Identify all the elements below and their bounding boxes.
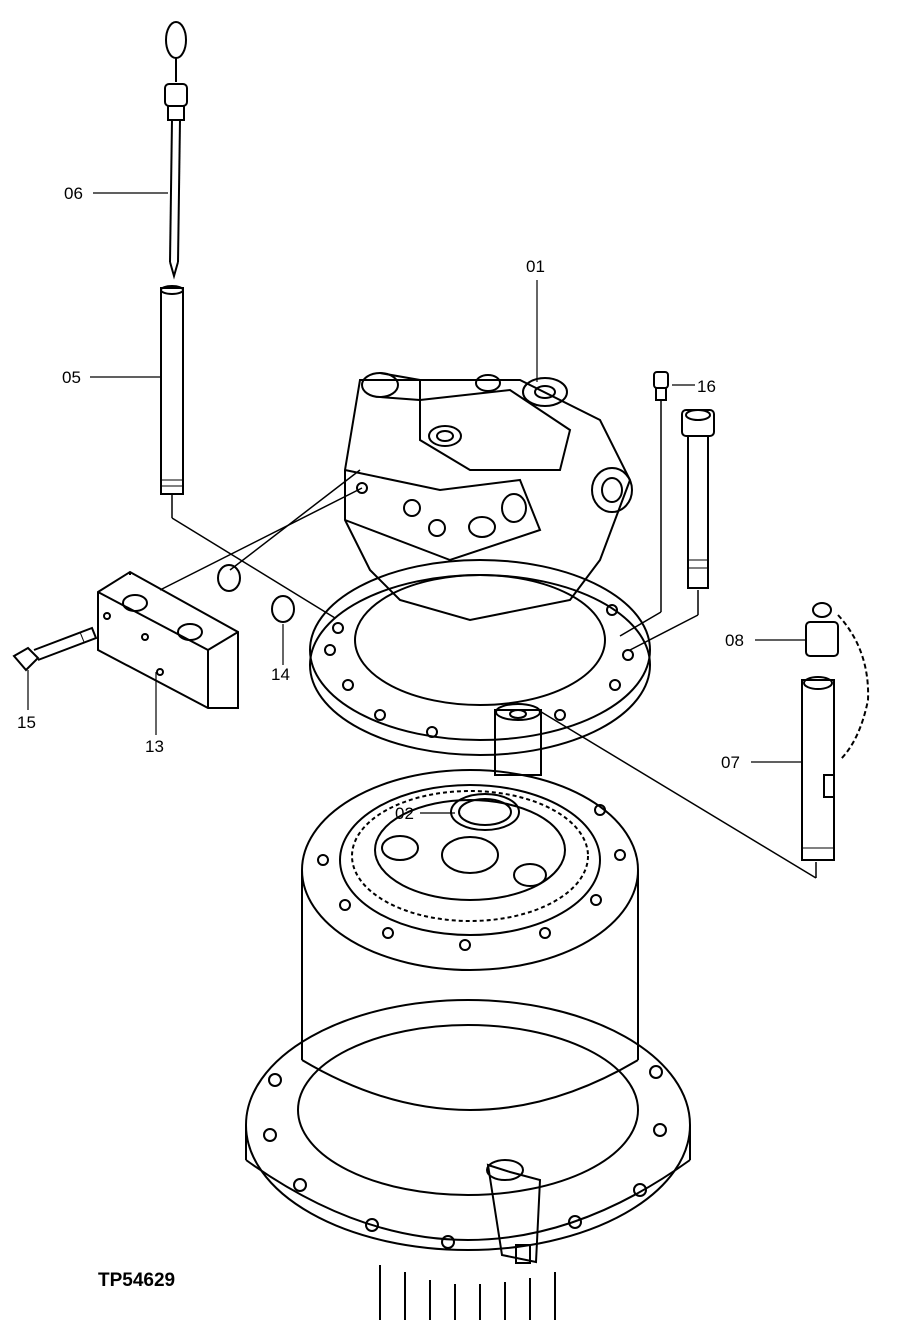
- callout-06: 06: [64, 184, 83, 203]
- bottom-flange-part: [245, 999, 691, 1320]
- motor-flange-part: [309, 559, 651, 776]
- callout-14: 14: [271, 665, 290, 684]
- cap-part: [805, 602, 870, 761]
- callout-labels: 06 05 01 16 08 07 14 15 13 02 TP54629: [17, 184, 744, 1291]
- callout-16: 16: [697, 377, 716, 396]
- guide-tube-part: [160, 285, 336, 619]
- callout-13: 13: [145, 737, 164, 756]
- callout-15: 15: [17, 713, 36, 732]
- swing-motor-part: [159, 372, 633, 622]
- drain-pipe-part: [537, 676, 835, 879]
- callout-08: 08: [725, 631, 744, 650]
- callout-01: 01: [526, 257, 545, 276]
- callout-05: 05: [62, 368, 81, 387]
- callout-02: 02: [395, 804, 414, 823]
- long-bolt-part: [629, 409, 715, 651]
- leader-lines: [27, 192, 806, 814]
- gearbox-housing-part: [301, 769, 639, 1111]
- callout-07: 07: [721, 753, 740, 772]
- snap-ring: [450, 793, 520, 831]
- bolt-part: [12, 626, 98, 672]
- figure-code: TP54629: [98, 1270, 175, 1291]
- o-ring-lower: [271, 595, 295, 623]
- dipstick-part: [164, 21, 188, 280]
- block-part: [97, 564, 295, 709]
- o-ring-upper: [217, 564, 241, 592]
- grease-nipple-part: [619, 371, 669, 637]
